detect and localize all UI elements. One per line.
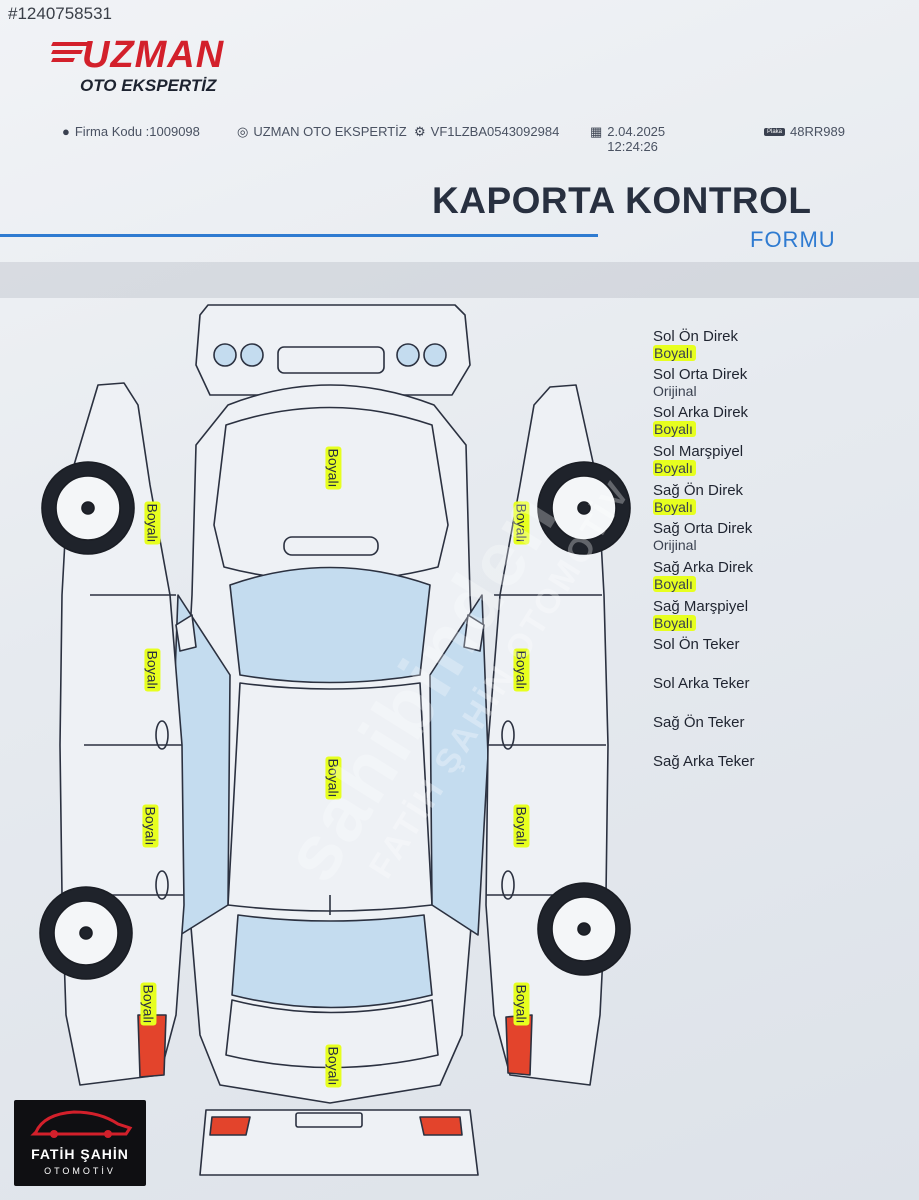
- status-item: Sol Arka Direk Boyalı: [653, 404, 903, 437]
- dealer-subtitle: OTOMOTİV: [44, 1166, 116, 1176]
- status-item: Sol Marşpiyel Boyalı: [653, 443, 903, 476]
- logo-speed-line: [51, 58, 75, 62]
- license-plate-icon: Plaka: [764, 128, 786, 136]
- plate-number: 48RR989: [790, 124, 845, 139]
- vin-info: ⚙ VF1LZBA0543092984: [414, 124, 559, 139]
- uzman-logo: UZMAN OTO EKSPERTİZ: [51, 34, 272, 98]
- steering-wheel-icon: ◎: [237, 124, 249, 139]
- status-value: Orijinal: [653, 383, 697, 399]
- listing-id: #1240758531: [8, 4, 113, 23]
- status-item: Sol Arka Teker: [653, 675, 903, 692]
- status-label: Sağ Ön Direk: [653, 482, 744, 499]
- title-divider: [0, 234, 598, 237]
- status-label: Sol Orta Direk: [653, 366, 748, 383]
- logo-subtitle: OTO EKSPERTİZ: [80, 76, 217, 95]
- status-item: Sağ Marşpiyel Boyalı: [653, 598, 903, 631]
- panel-label-left-front-door: Boyalı: [144, 648, 161, 692]
- form-subtitle: FORMU: [750, 227, 836, 252]
- dealer-logo: FATİH ŞAHİN OTOMOTİV: [14, 1100, 146, 1186]
- inspection-datetime: 2.04.2025 12:24:26: [607, 124, 665, 154]
- status-label: Sağ Arka Direk: [653, 559, 754, 576]
- car-top-view: [171, 384, 489, 1104]
- status-item: Sağ Ön Teker: [653, 714, 903, 731]
- status-item: Sağ Ön Direk Boyalı: [653, 482, 903, 515]
- status-label: Sağ Ön Teker: [653, 714, 745, 731]
- status-value: Boyalı: [653, 460, 696, 476]
- panel-label-left-rear-fender: Boyalı: [140, 982, 157, 1026]
- status-item: Sağ Orta Direk Orijinal: [653, 520, 903, 553]
- rear-bumper: [199, 1109, 479, 1176]
- status-item: Sol Ön Direk Boyalı: [653, 328, 903, 361]
- status-label: Sağ Marşpiyel: [653, 598, 749, 615]
- status-label: Sol Ön Teker: [653, 636, 740, 653]
- status-value: Boyalı: [653, 576, 696, 592]
- status-label: Sol Ön Direk: [653, 328, 739, 345]
- firm-code: Firma Kodu :1009098: [74, 124, 200, 139]
- panel-label-right-rear-fender: Boyalı: [513, 982, 530, 1026]
- panel-label-trunk: Boyalı: [325, 1044, 342, 1088]
- status-label: Sağ Orta Direk: [653, 520, 753, 537]
- panel-label-right-rear-door: Boyalı: [513, 804, 530, 848]
- wheels: [39, 461, 631, 980]
- fold-band: [0, 262, 919, 298]
- inspection-time: 12:24:26: [607, 139, 658, 154]
- gear-icon: ⚙: [414, 124, 426, 139]
- status-value: Boyalı: [653, 615, 696, 631]
- logo-brand: UZMAN: [82, 34, 225, 76]
- panel-label-left-front-fender: Boyalı: [144, 501, 161, 545]
- car-body-diagram: [39, 304, 631, 1176]
- form-title: KAPORTA KONTROL: [432, 180, 812, 221]
- company-info: ◎ UZMAN OTO EKSPERTİZ: [237, 124, 407, 139]
- status-label: Sol Arka Teker: [653, 675, 750, 692]
- panel-label-hood: Boyalı: [325, 446, 342, 490]
- inspection-date: 2.04.2025: [607, 124, 666, 139]
- dealer-name: FATİH ŞAHİN: [31, 1146, 129, 1162]
- status-value: Boyalı: [653, 499, 696, 515]
- status-label: Sol Arka Direk: [653, 404, 749, 421]
- status-item: Sağ Arka Teker: [653, 753, 903, 770]
- vin-number: VF1LZBA0543092984: [430, 124, 560, 139]
- plate-info: Plaka 48RR989: [764, 124, 845, 139]
- front-bumper: [195, 304, 471, 396]
- location-pin-icon: ●: [62, 124, 70, 139]
- status-item: Sol Ön Teker: [653, 636, 903, 653]
- panel-label-left-rear-door: Boyalı: [142, 804, 159, 848]
- status-value: Boyalı: [653, 345, 696, 361]
- car-silhouette-icon: [30, 1110, 133, 1138]
- status-value: Boyalı: [653, 421, 696, 437]
- calendar-icon: ▦: [590, 124, 603, 139]
- status-label: Sol Marşpiyel: [653, 443, 744, 460]
- firm-code-info: ● Firma Kodu :1009098: [62, 124, 200, 139]
- status-label: Sağ Arka Teker: [653, 753, 755, 770]
- status-item: Sağ Arka Direk Boyalı: [653, 559, 903, 592]
- date-info: ▦ 2.04.2025 12:24:26: [590, 124, 665, 154]
- status-value: Orijinal: [653, 537, 697, 553]
- company-name: UZMAN OTO EKSPERTİZ: [253, 124, 407, 139]
- logo-speed-line: [51, 50, 83, 54]
- status-item: Sol Orta Direk Orijinal: [653, 366, 903, 399]
